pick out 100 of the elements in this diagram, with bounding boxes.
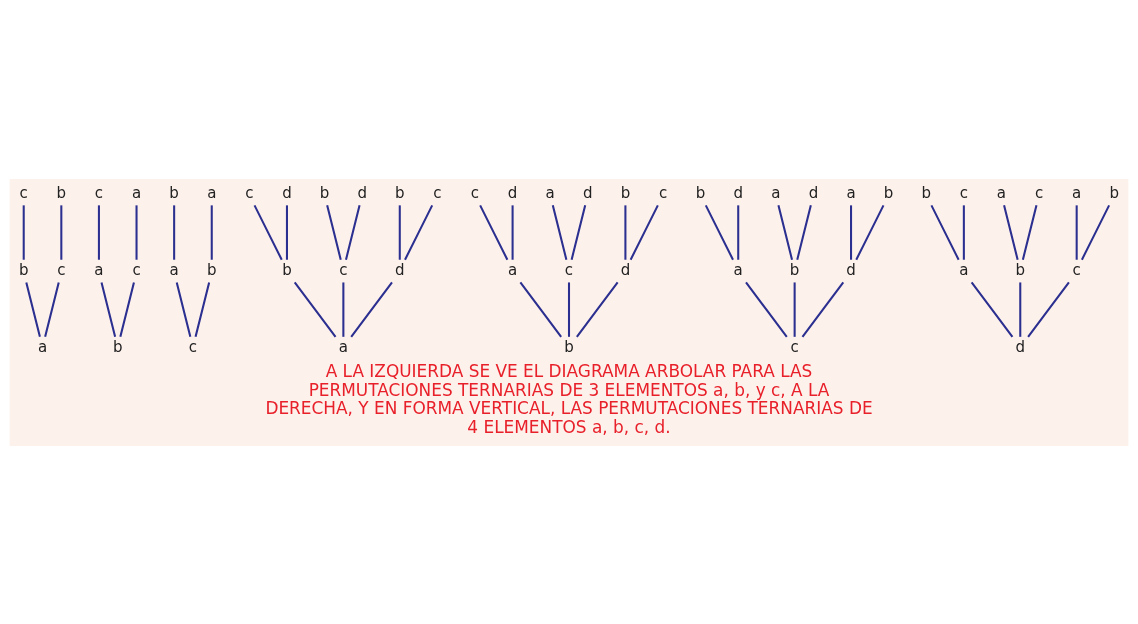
connector — [629, 204, 659, 260]
node-text: c — [1034, 183, 1044, 202]
connector — [1019, 281, 1022, 337]
connector — [1027, 281, 1070, 337]
node-text: c — [339, 260, 348, 279]
node-text: d — [507, 183, 518, 202]
node-text: a — [37, 337, 48, 356]
connector — [175, 281, 192, 337]
node-text: c — [433, 183, 442, 202]
node-text: a — [1072, 183, 1082, 202]
connector — [796, 204, 812, 260]
connector — [930, 204, 960, 260]
connector — [737, 204, 740, 260]
node-text: b — [564, 337, 574, 356]
node-text: c — [57, 260, 66, 279]
node-text: b — [395, 183, 405, 202]
connector — [801, 281, 845, 337]
node-text: b — [1109, 183, 1120, 202]
node-text: a — [338, 337, 348, 356]
node-text: d — [808, 183, 819, 202]
connector — [350, 281, 393, 337]
node-text: a — [131, 183, 142, 202]
node-text: d — [846, 260, 856, 279]
connector — [22, 204, 25, 260]
node-text: d — [357, 183, 367, 202]
connector — [704, 204, 734, 260]
node-text: b — [695, 183, 706, 202]
connector — [194, 281, 211, 337]
connector — [253, 204, 283, 260]
connector — [567, 281, 571, 337]
connector — [962, 204, 965, 260]
node-text: b — [282, 260, 292, 279]
node-text: b — [620, 183, 631, 202]
node-text: c — [564, 260, 574, 279]
connector — [119, 281, 135, 337]
connector — [519, 281, 562, 337]
connector — [398, 204, 401, 260]
node-text: c — [658, 183, 668, 202]
node-text: d — [282, 183, 292, 202]
node-text: a — [771, 183, 781, 202]
node-text: c — [245, 183, 254, 202]
connector — [25, 281, 41, 337]
connector — [100, 281, 117, 337]
node-text: c — [959, 183, 968, 202]
node-text: d — [395, 260, 405, 279]
node-text: a — [207, 183, 217, 202]
connector — [44, 281, 60, 337]
connector — [342, 281, 345, 337]
connector — [745, 281, 788, 337]
node-text: c — [470, 183, 480, 202]
node-text: b — [1015, 260, 1026, 279]
connector — [293, 281, 337, 337]
connector — [570, 204, 587, 260]
connector — [850, 204, 853, 260]
connector — [173, 204, 176, 260]
node-text: c — [188, 337, 198, 356]
node-text: c — [94, 183, 104, 202]
node-text: c — [1072, 260, 1081, 279]
connector — [326, 204, 342, 260]
node-text: c — [19, 183, 28, 202]
connector — [97, 204, 100, 260]
connector — [404, 204, 434, 260]
node-text: a — [545, 183, 555, 202]
connector — [793, 281, 796, 337]
connector — [576, 281, 619, 337]
connector — [1075, 204, 1078, 260]
node-text: b — [112, 337, 123, 356]
node-text: a — [94, 260, 104, 279]
node-text: b — [789, 260, 800, 279]
node-text: b — [319, 183, 330, 202]
connector — [777, 204, 794, 260]
node-text: c — [790, 337, 799, 356]
connector — [1080, 204, 1111, 260]
node-text: b — [883, 183, 894, 202]
connector — [855, 204, 885, 260]
node-text: a — [996, 183, 1007, 202]
node-text: b — [56, 183, 67, 202]
node-text: d — [733, 183, 743, 202]
node-text: c — [132, 260, 141, 279]
caption: A LA IZQUIERDA SE VE EL DIAGRAMA ARBOLAR PARA LAS PERMUTACIONES TERNARIAS DE 3 ELEMENTOS a, b, y c, A LA DERECHA, Y EN FORMA VERTICAL, LAS PERMUTACIONES TERNARIAS DE 4 ELEMENTOS a, b, c, d. — [265, 360, 873, 437]
connector — [511, 204, 514, 260]
connector — [551, 204, 568, 260]
connector — [479, 204, 509, 260]
node-text: d — [620, 260, 631, 279]
connector — [135, 204, 138, 260]
node-text: b — [169, 183, 179, 202]
node-text: a — [846, 183, 856, 202]
node-text: b — [921, 183, 932, 202]
node-text: a — [169, 260, 179, 279]
connector — [1003, 204, 1019, 260]
connector — [1021, 204, 1038, 260]
node-text: a — [959, 260, 969, 279]
connector — [210, 204, 213, 260]
node-text: d — [583, 183, 593, 202]
node-text: a — [733, 260, 743, 279]
connector — [285, 204, 288, 260]
node-text: a — [507, 260, 518, 279]
connector — [344, 204, 361, 260]
connector — [970, 281, 1014, 337]
node-text: b — [206, 260, 217, 279]
